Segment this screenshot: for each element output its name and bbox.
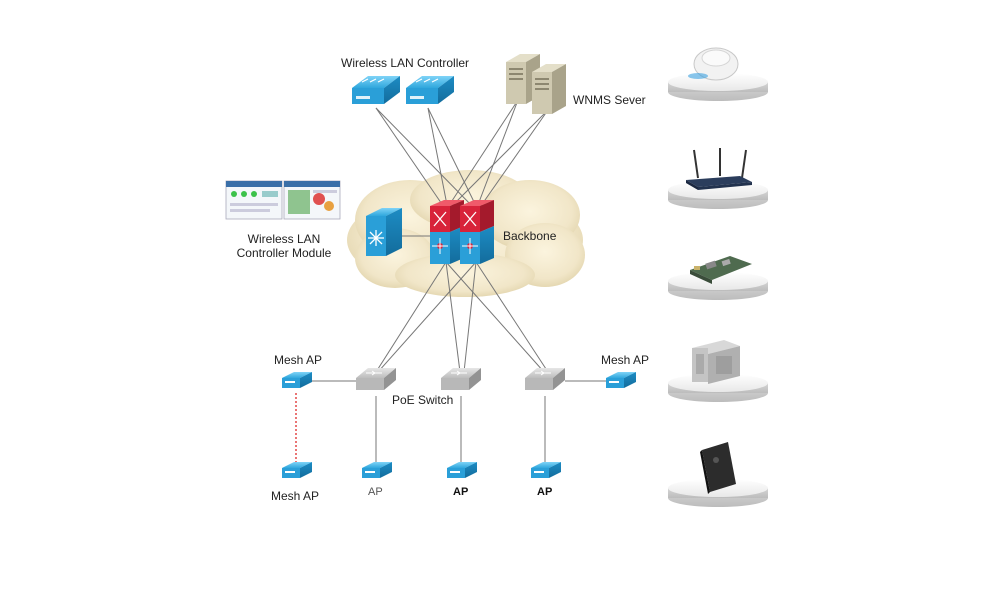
mesh-ap-label-bottom-left: Mesh AP: [271, 489, 320, 503]
mesh-ap-label-right: Mesh AP: [601, 353, 650, 367]
module-label-line2: Controller Module: [236, 246, 332, 260]
ap-unit-2: [447, 462, 477, 478]
wlc-label: Wireless LAN Controller: [341, 56, 470, 70]
wnms-label: WNMS Sever: [573, 93, 646, 107]
ap-unit-1: [362, 462, 392, 478]
wlc-unit-2: [406, 76, 454, 104]
poe-switch-1: [356, 368, 396, 390]
mesh-ap-label-top-left: Mesh AP: [274, 353, 323, 367]
wlc-unit-1: [352, 76, 400, 104]
access-links: [310, 380, 606, 462]
ap-unit-3: [531, 462, 561, 478]
product-pedestal-4: [668, 340, 768, 402]
mesh-ap-bottom-left: [282, 462, 312, 478]
module-switch: [366, 208, 402, 256]
mesh-ap-right: [606, 372, 636, 388]
controller-module-screens: [225, 180, 341, 220]
mesh-ap-top-left: [282, 372, 312, 388]
module-label-line1: Wireless LAN: [247, 232, 321, 246]
wnms-server-2: [532, 64, 566, 114]
product-pedestal-1: [668, 47, 768, 101]
backbone-label: Backbone: [503, 229, 557, 243]
ap-label-1: AP: [368, 486, 383, 498]
router-ap-icon: [686, 148, 752, 190]
ap-label-2: AP: [453, 486, 469, 498]
ap-label-3: AP: [537, 486, 553, 498]
poe-switch-3: [525, 368, 565, 390]
upper-links: [375, 99, 549, 211]
core-switch-1: [430, 200, 464, 264]
outdoor-ap-icon: [692, 340, 740, 384]
product-pedestal-5: [668, 442, 768, 507]
ceiling-ap-icon: [688, 47, 739, 81]
poe-switch-2: [441, 368, 481, 390]
poe-switch-label: PoE Switch: [392, 393, 454, 407]
module-label: Wireless LAN Controller Module: [232, 232, 336, 260]
controller-module-card-icon: [690, 256, 752, 284]
product-pedestal-3: [668, 256, 768, 300]
product-pedestal-2: [668, 148, 768, 209]
lower-links: [375, 261, 549, 373]
wall-plate-ap-icon: [700, 442, 736, 494]
core-switch-2: [460, 200, 494, 264]
